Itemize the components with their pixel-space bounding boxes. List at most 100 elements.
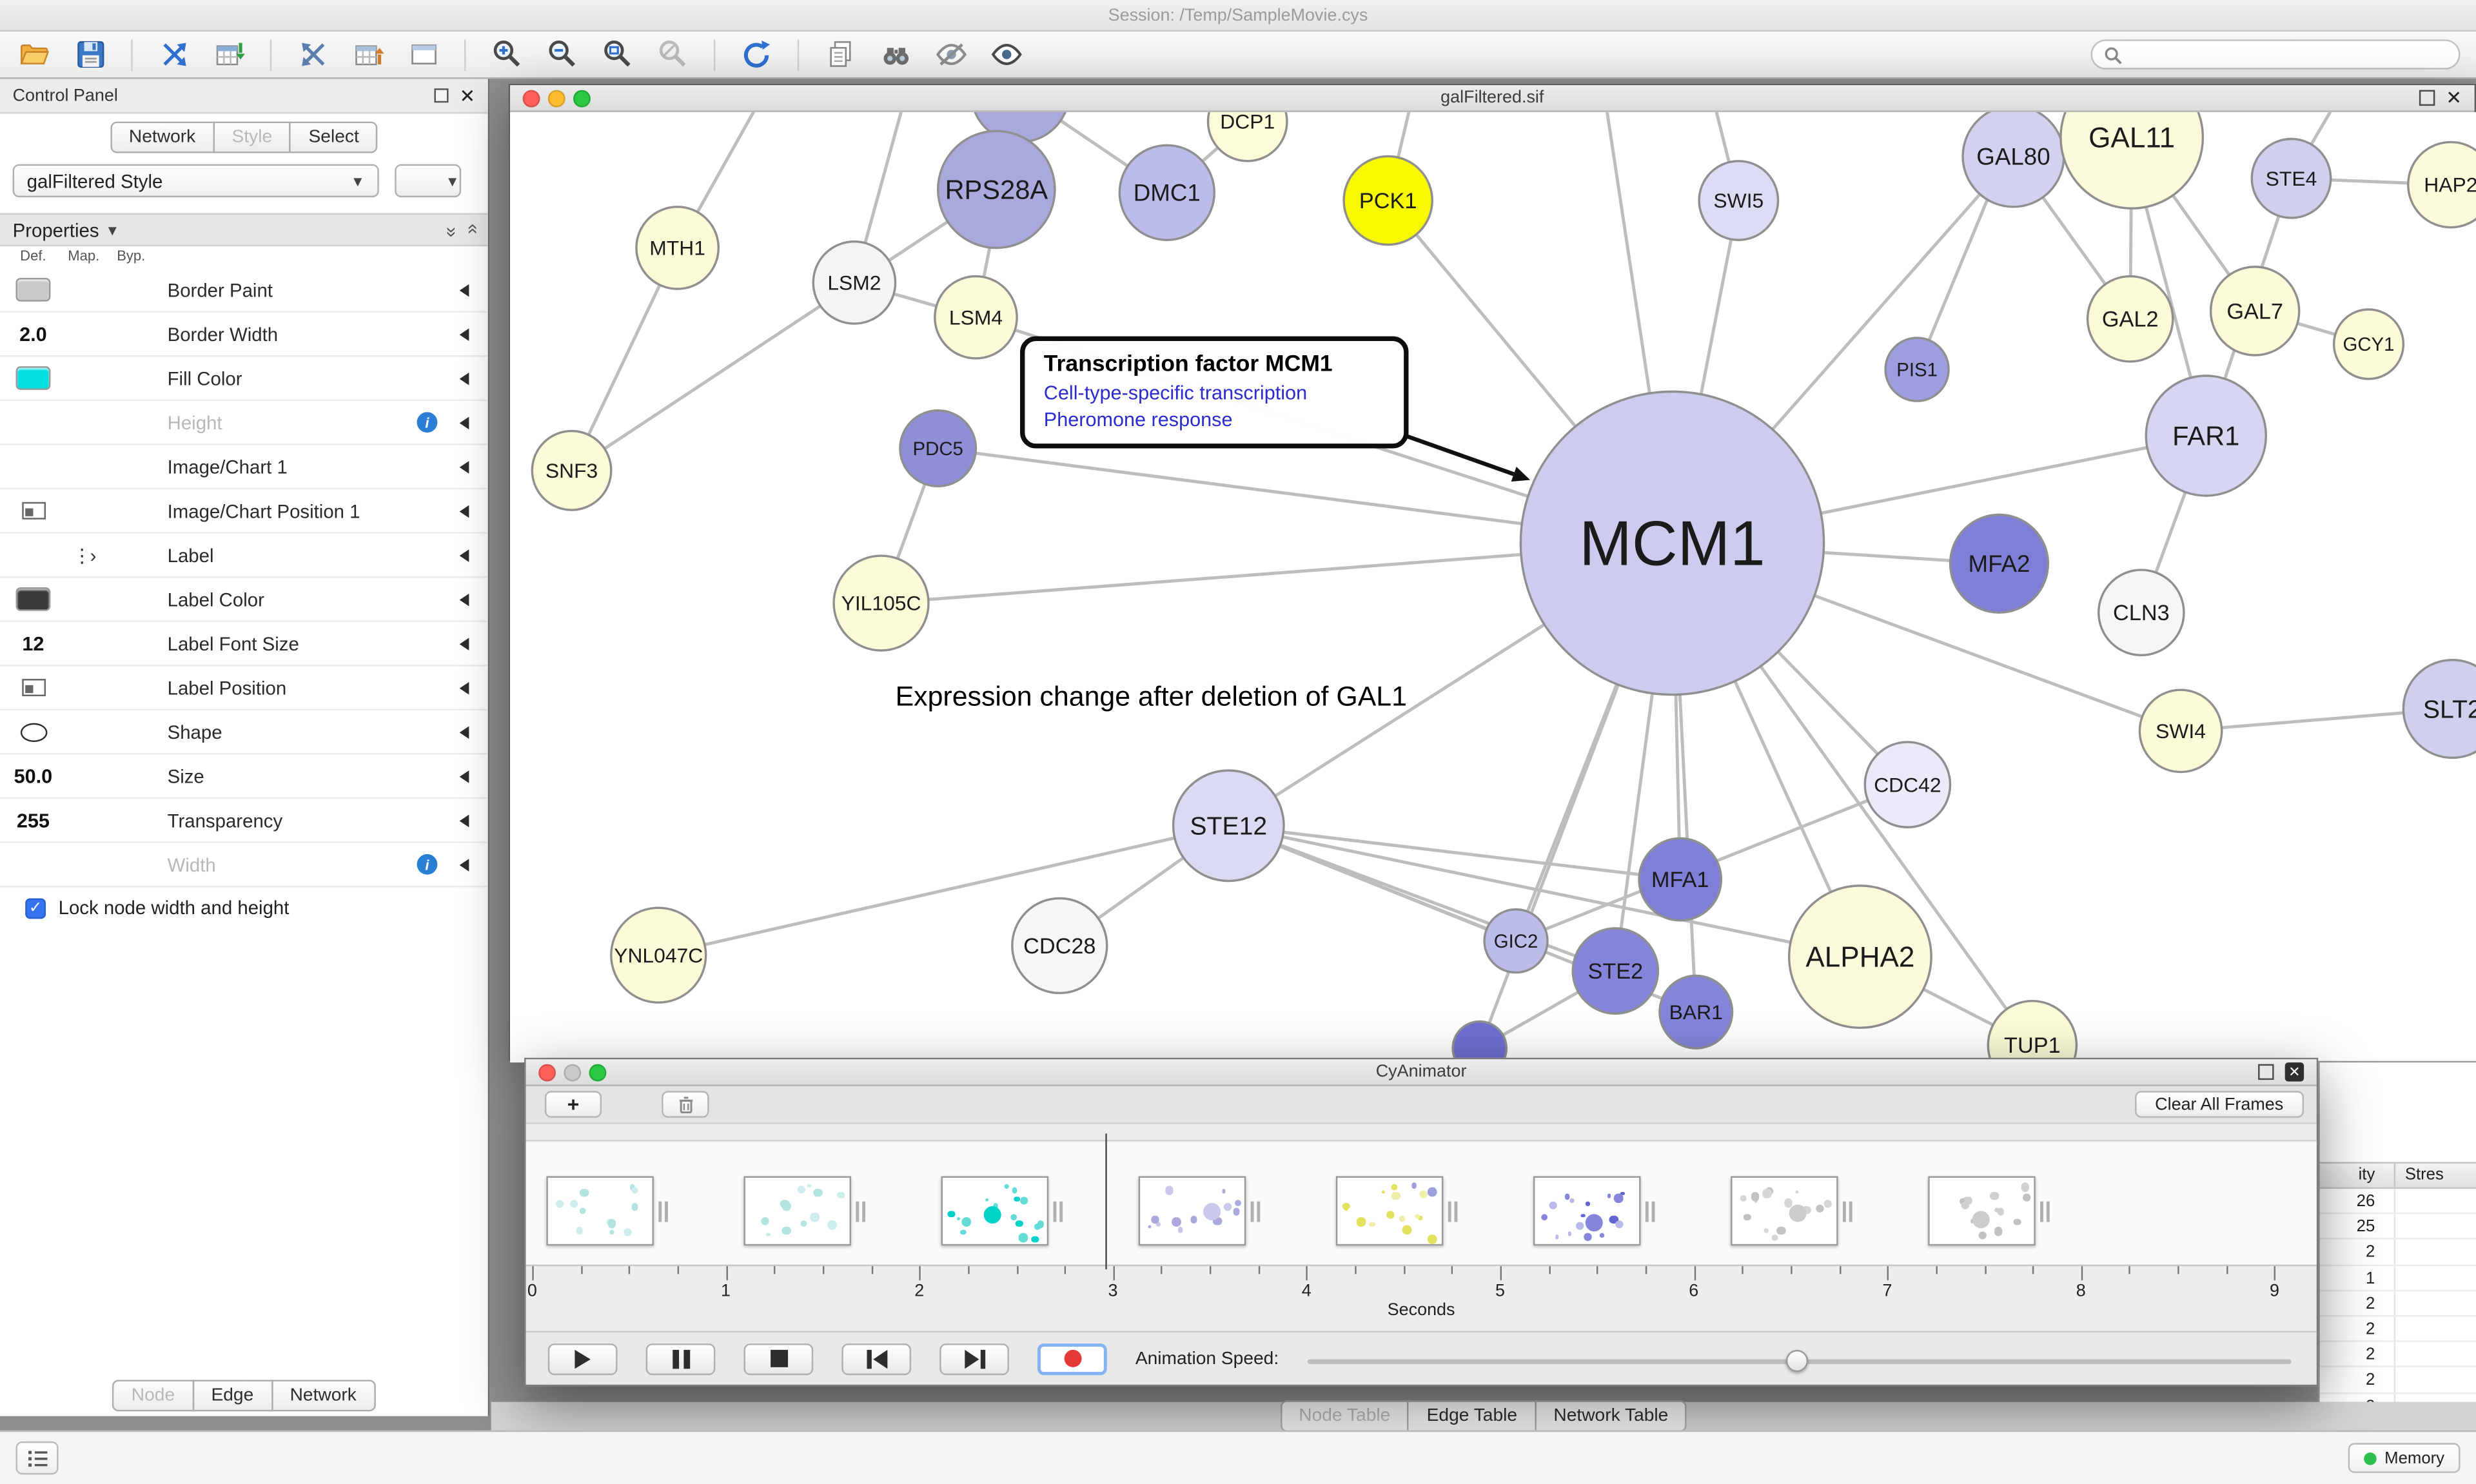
close-window-icon[interactable]: ✕ — [2284, 1062, 2304, 1082]
expand-row-icon[interactable] — [459, 725, 469, 738]
stop-button[interactable] — [743, 1342, 814, 1374]
slider-handle[interactable] — [1785, 1349, 1809, 1372]
table-tab-node-table[interactable]: Node Table — [1279, 1400, 1410, 1432]
search-box[interactable] — [2090, 39, 2461, 70]
close-panel-icon[interactable]: ✕ — [459, 84, 476, 107]
network-node[interactable]: ALPHA2 — [1788, 884, 1932, 1030]
thumbnail-grip[interactable] — [1053, 1201, 1063, 1222]
thumbnail-grip[interactable] — [658, 1201, 668, 1222]
network-node[interactable]: SLT2 — [2402, 658, 2476, 759]
import-network-icon[interactable] — [155, 35, 193, 73]
annotation-link[interactable]: Pheromone response — [1043, 409, 1233, 431]
animation-speed-slider[interactable] — [1307, 1334, 2292, 1387]
default-cell[interactable] — [6, 587, 60, 611]
expand-row-icon[interactable] — [459, 814, 469, 827]
tab-network[interactable]: Network — [110, 121, 215, 153]
network-node[interactable]: GAL2 — [2086, 275, 2174, 363]
property-row[interactable]: Border Paint — [0, 268, 488, 313]
record-button[interactable] — [1037, 1342, 1107, 1374]
minimize-traffic-light[interactable] — [547, 89, 565, 107]
network-node[interactable]: MTH1 — [635, 206, 720, 290]
expand-row-icon[interactable] — [459, 681, 469, 694]
open-session-icon[interactable] — [15, 35, 54, 73]
network-node[interactable]: SWI5 — [1698, 160, 1780, 241]
network-node[interactable]: MFA1 — [1638, 837, 1723, 922]
frame-thumbnail[interactable] — [1335, 1176, 1458, 1246]
expand-row-icon[interactable] — [459, 592, 469, 606]
tab-select[interactable]: Select — [290, 121, 378, 153]
network-node[interactable]: GAL7 — [2209, 266, 2301, 356]
network-node[interactable]: MFA2 — [1949, 513, 2050, 614]
property-row[interactable]: Shape — [0, 710, 488, 755]
network-node[interactable]: SNF3 — [531, 429, 613, 511]
network-node[interactable]: FAR1 — [2145, 375, 2268, 497]
table-row[interactable]: 2 — [2320, 1393, 2476, 1402]
network-node[interactable]: YIL105C — [832, 554, 930, 652]
table-row[interactable]: 25 — [2319, 1214, 2476, 1240]
hide-eye-icon[interactable] — [932, 35, 970, 73]
zoom-fit-icon[interactable] — [598, 35, 636, 73]
thumbnail-grip[interactable] — [1842, 1201, 1852, 1222]
thumbnail-grip[interactable] — [856, 1201, 866, 1222]
memory-button[interactable]: Memory — [2348, 1443, 2461, 1473]
zoom-out-icon[interactable] — [543, 35, 581, 73]
network-node[interactable]: SWI4 — [2138, 688, 2223, 774]
network-node[interactable]: LSM4 — [934, 275, 1018, 360]
expand-row-icon[interactable] — [459, 460, 469, 473]
style-tab-node[interactable]: Node — [112, 1380, 194, 1412]
expand-row-icon[interactable] — [459, 858, 469, 871]
mapping-cell[interactable]: ⋮› — [60, 544, 107, 566]
network-node[interactable]: CDC28 — [1011, 897, 1108, 995]
thumbnail-grip[interactable] — [1250, 1201, 1261, 1222]
property-row[interactable]: Label Position — [0, 666, 488, 711]
default-cell[interactable]: 255 — [6, 809, 60, 831]
add-frame-button[interactable]: + — [544, 1091, 602, 1118]
close-window-icon[interactable]: ✕ — [2446, 86, 2462, 109]
thumbnail-grip[interactable] — [1645, 1201, 1655, 1222]
zoom-traffic-light[interactable] — [589, 1063, 607, 1081]
clear-all-frames-button[interactable]: Clear All Frames — [2134, 1091, 2304, 1118]
property-row[interactable]: Fill Color — [0, 356, 488, 402]
last-frame-button[interactable] — [939, 1342, 1009, 1374]
frame-thumbnail[interactable] — [1138, 1176, 1261, 1246]
table-column-header[interactable]: ity — [2320, 1163, 2396, 1187]
network-node[interactable]: GAL80 — [1961, 112, 2065, 208]
table-column-header[interactable]: Stres — [2404, 1165, 2444, 1184]
properties-header[interactable]: Properties ▼ » » — [0, 213, 488, 247]
network-node[interactable]: CDC42 — [1863, 741, 1952, 828]
network-node[interactable]: DCP1 — [1206, 112, 1288, 162]
table-header-row[interactable]: ity Stres — [2319, 1162, 2476, 1189]
default-cell[interactable] — [6, 278, 60, 302]
table-row[interactable]: 2 — [2319, 1291, 2476, 1317]
style-tab-network[interactable]: Network — [271, 1380, 376, 1412]
annotation-link[interactable]: Cell-type-specific transcription — [1043, 382, 1308, 404]
frame-thumbnail[interactable] — [1533, 1176, 1655, 1246]
table-row[interactable]: 26 — [2319, 1189, 2476, 1215]
frame-thumbnail[interactable] — [546, 1176, 668, 1246]
default-cell[interactable]: 50.0 — [6, 765, 60, 787]
network-node[interactable]: PIS1 — [1884, 337, 1950, 402]
lock-size-row[interactable]: ✓ Lock node width and height — [25, 897, 289, 919]
thumbnail-grip[interactable] — [2040, 1201, 2050, 1222]
float-panel-icon[interactable] — [434, 88, 449, 103]
zoom-in-icon[interactable] — [488, 35, 526, 73]
frame-thumbnail[interactable] — [1731, 1176, 1852, 1246]
float-window-icon[interactable] — [2258, 1064, 2274, 1080]
mcm1-annotation[interactable]: Transcription factor MCM1 Cell-type-spec… — [1020, 336, 1409, 449]
table-row[interactable]: 2 — [2319, 1316, 2476, 1342]
find-icon[interactable] — [876, 35, 914, 73]
expand-row-icon[interactable] — [459, 769, 469, 783]
table-row[interactable]: 1 — [2319, 1265, 2476, 1291]
expand-all-icon[interactable]: » — [440, 226, 463, 234]
network-window-titlebar[interactable]: galFiltered.sif ✕ — [510, 85, 2475, 112]
search-input[interactable] — [2130, 44, 2448, 64]
frame-thumbnail[interactable] — [743, 1176, 866, 1246]
float-window-icon[interactable] — [2419, 90, 2435, 106]
expand-row-icon[interactable] — [459, 549, 469, 561]
refresh-icon[interactable] — [738, 35, 776, 73]
tab-style[interactable]: Style — [213, 121, 291, 153]
